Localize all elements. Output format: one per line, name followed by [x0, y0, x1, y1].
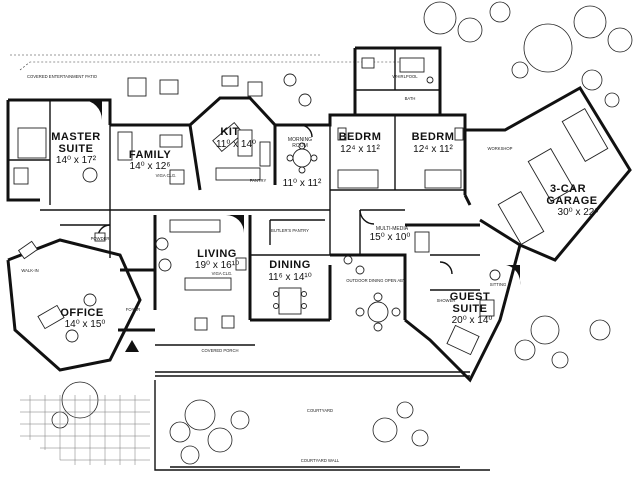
annotations: COVERED ENTERTAINMENT PATIO WALK-IN POWD…: [21, 74, 512, 463]
courtyard: [20, 371, 490, 471]
bedrm2-name: BEDRM: [412, 131, 455, 143]
label-covered-patio: COVERED ENTERTAINMENT PATIO: [27, 74, 98, 79]
interior-walls: [8, 48, 480, 291]
dining-dims: 11⁶ x 14¹⁰: [268, 272, 312, 283]
office-dims: 14⁰ x 15⁰: [65, 319, 106, 330]
guest-suite-name-2: SUITE: [453, 303, 488, 315]
garage-dims: 30⁰ x 22⁶: [558, 207, 599, 218]
label-bath: BATH: [405, 96, 416, 101]
bedrm2-dims: 12⁴ x 11²: [413, 144, 453, 155]
multimedia-dims: 15⁰ x 10⁰: [370, 232, 411, 243]
kit-name: KIT: [220, 126, 239, 138]
label-courtyard: COURTYARD: [307, 408, 333, 413]
multimedia-name: MULTI-MEDIA: [376, 226, 409, 232]
master-suite-name-2: SUITE: [59, 143, 94, 155]
label-foyer: FOYER: [126, 307, 140, 312]
garage-name-2: GARAGE: [546, 195, 597, 207]
furniture: [13, 57, 609, 356]
label-shower: SHOWER: [437, 298, 456, 303]
label-walk-in: WALK-IN: [21, 268, 38, 273]
morning-room-name-1: MORNING: [288, 137, 312, 143]
label-covered-porch: COVERED PORCH: [202, 348, 239, 353]
bedrm1-dims: 12⁴ x 11²: [340, 144, 380, 155]
family-name: FAMILY: [129, 149, 171, 161]
dining-name: DINING: [269, 259, 311, 271]
landscape-trees-top: [423, 1, 633, 108]
label-outdoor-dining: OUTDOOR DINING OPEN ABV: [346, 278, 406, 283]
bedrm1-name: BEDRM: [339, 131, 382, 143]
living-note: VIGA CLG.: [212, 271, 233, 276]
kit-dims: 11⁰ x 14⁰: [216, 139, 256, 150]
label-pantry: PANTRY: [250, 178, 267, 183]
family-note: VIGA CLG.: [156, 173, 177, 178]
master-suite-name-1: MASTER: [51, 131, 100, 143]
office-name: OFFICE: [60, 307, 103, 319]
label-whirlpool: WHIRLPOOL: [392, 74, 418, 79]
living-dims: 19⁰ x 16¹⁰: [195, 260, 239, 271]
living-name: LIVING: [197, 248, 237, 260]
landscape-trees-bottom: [51, 315, 611, 465]
room-labels: MASTER SUITE 14⁰ x 17² FAMILY 14⁰ x 12⁶ …: [51, 126, 598, 330]
morning-room-name-2: ROOM: [292, 143, 308, 149]
label-sitting: SITTING: [490, 282, 507, 287]
door-swings: [82, 100, 521, 285]
exterior-walls: [6, 46, 632, 383]
master-suite-dims: 14⁰ x 17²: [56, 155, 97, 166]
label-workshop: WORKSHOP: [488, 146, 513, 151]
guest-suite-dims: 20⁰ x 14⁰: [452, 315, 493, 326]
morning-room-dims: 11⁰ x 11²: [283, 178, 322, 189]
label-courtyard-wall: COURTYARD WALL: [301, 458, 340, 463]
garage-name-1: 3-CAR: [550, 183, 586, 195]
label-powder: POWDER: [91, 236, 110, 241]
guest-suite-name-1: GUEST: [450, 291, 490, 303]
family-dims: 14⁰ x 12⁶: [130, 161, 171, 172]
label-butlers-pantry: BUTLER'S PANTRY: [271, 228, 309, 233]
